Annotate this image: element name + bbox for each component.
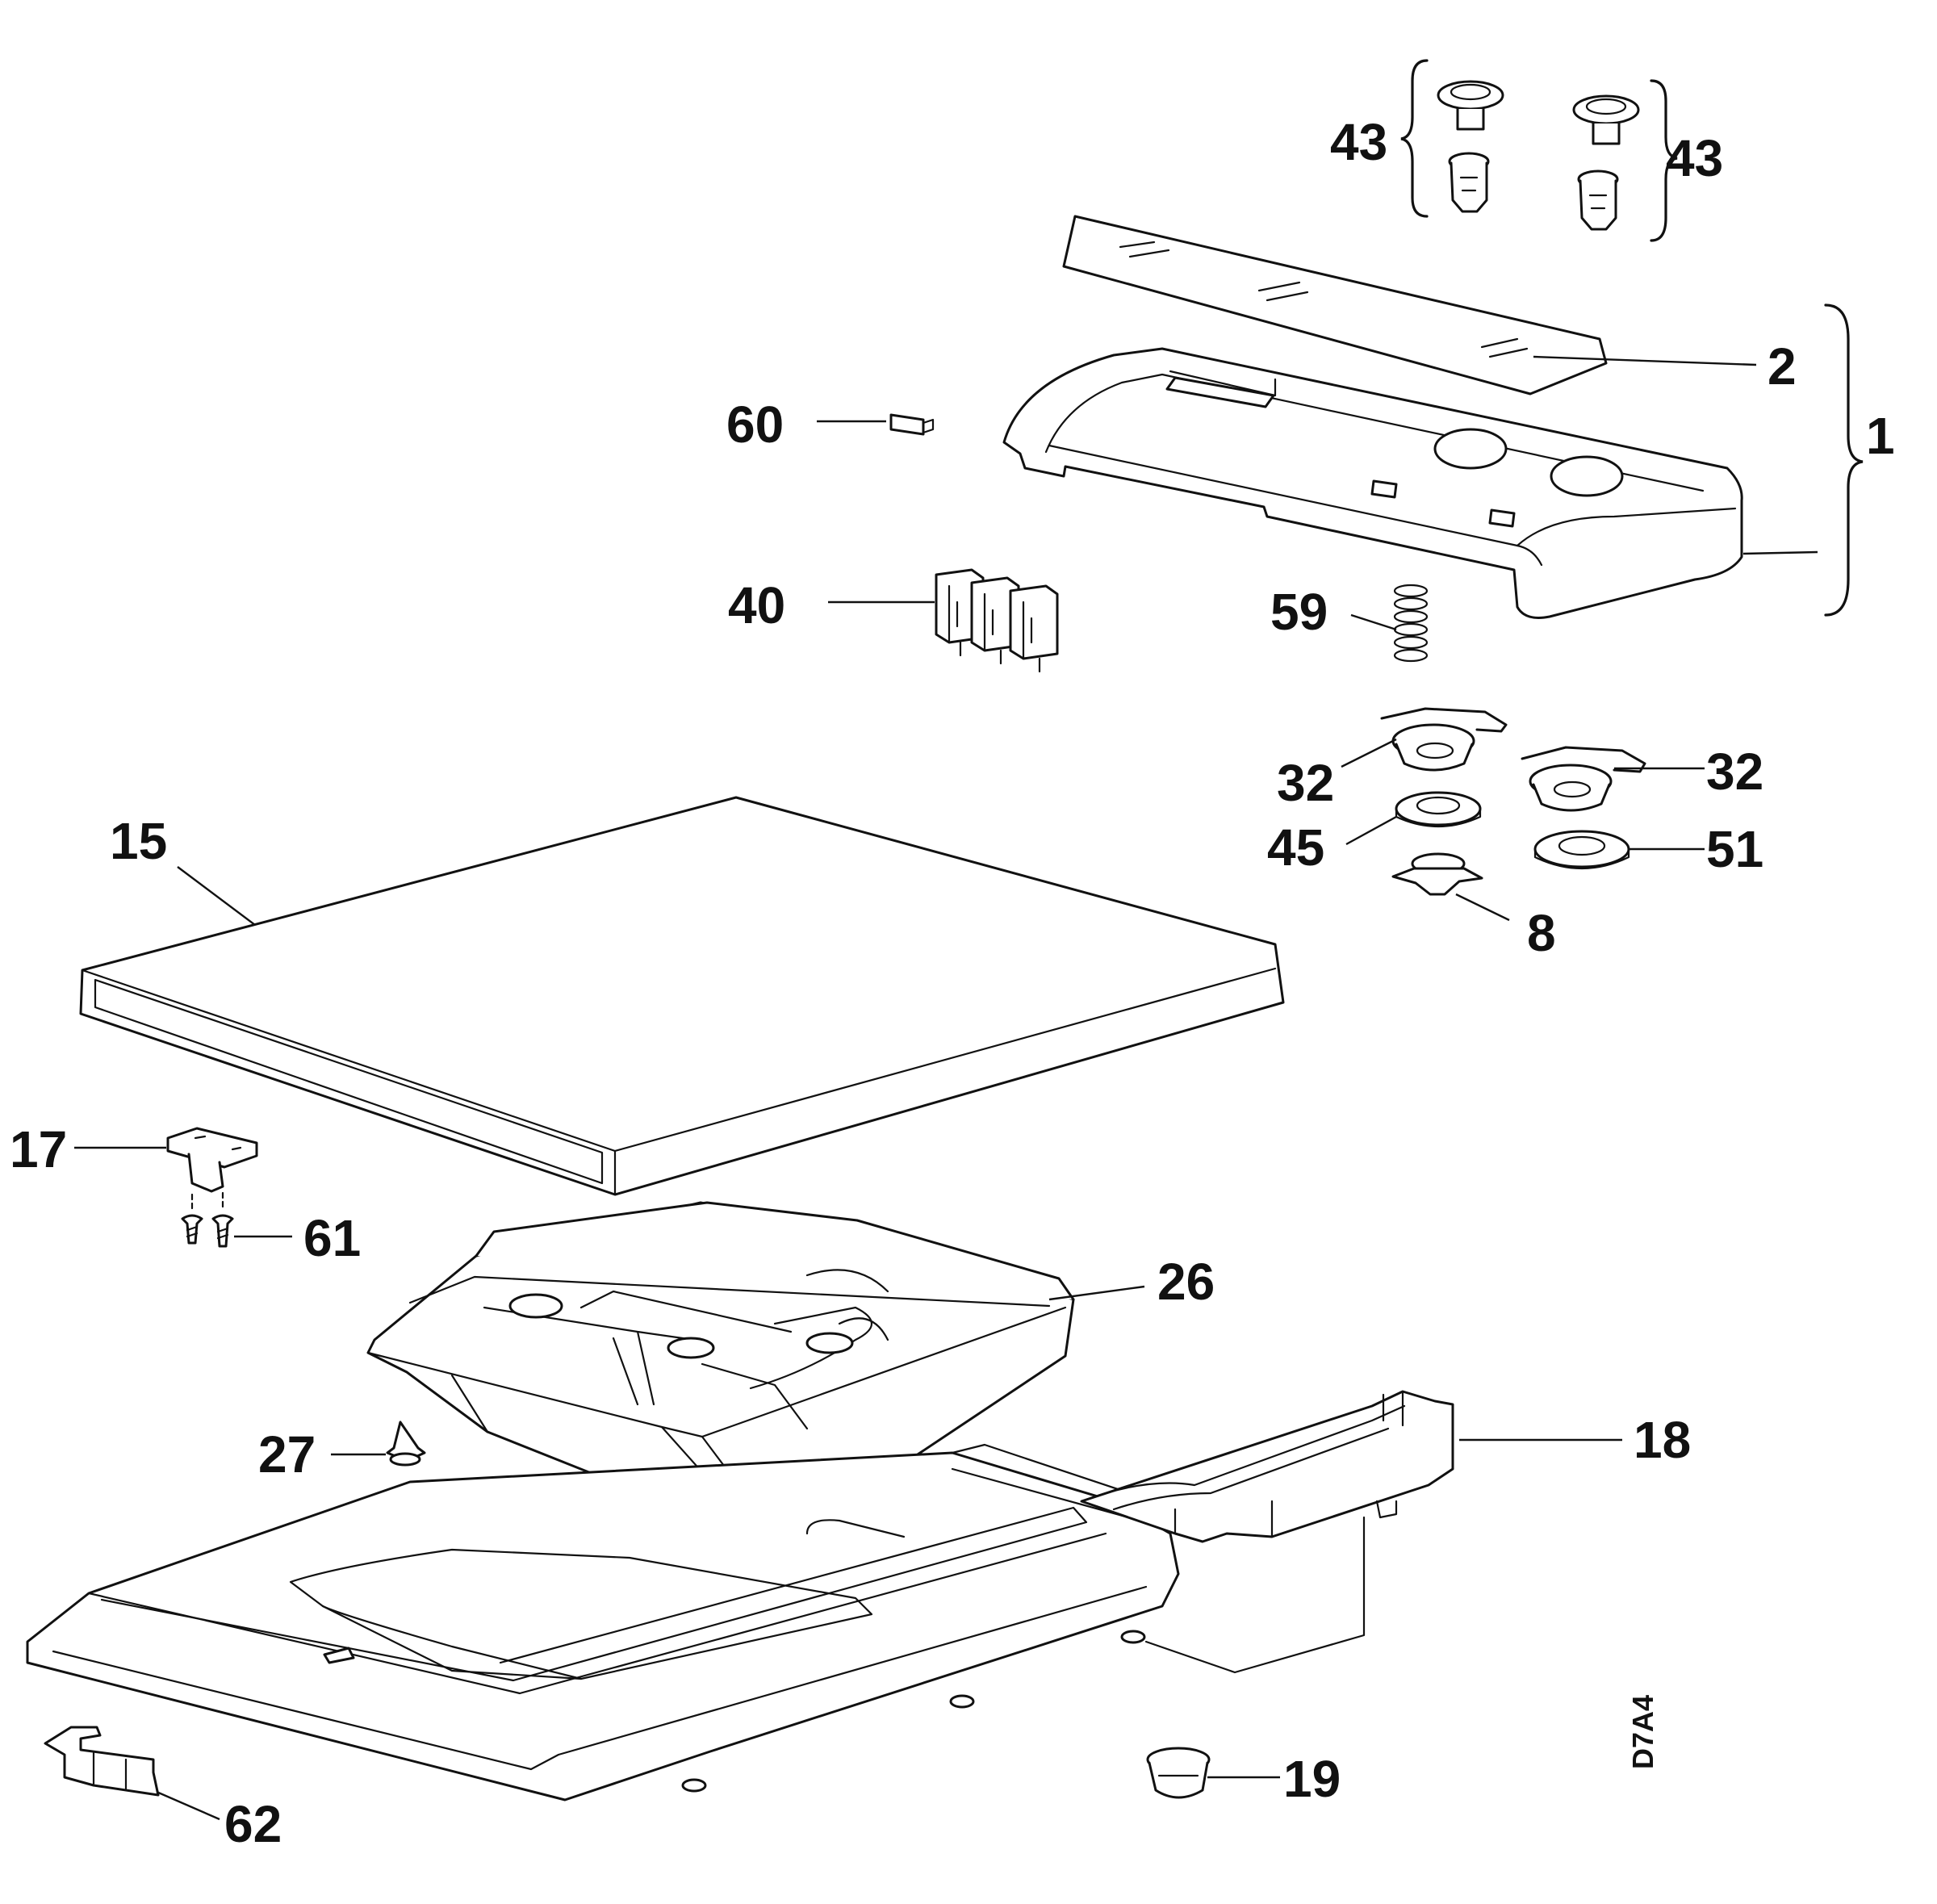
callout-17: 17 [10,1120,67,1178]
callout-59: 59 [1270,583,1328,641]
dial-holder-part-32-right [1521,746,1646,812]
dial-holder-part-32-left [1380,707,1508,772]
callout-43-left: 43 [1330,113,1387,171]
panel-cover-part-2 [1062,215,1608,395]
callout-15: 15 [110,812,167,870]
brace-43-left [1400,59,1429,218]
callout-8: 8 [1527,904,1556,962]
knob-part-43-right-bottom [1577,169,1619,231]
callout-62: 62 [224,1795,282,1853]
screws-part-61 [181,1191,234,1248]
callout-32-right: 32 [1706,743,1763,801]
brace-43-right [1650,79,1678,242]
leader-lines [74,355,1818,1821]
clip-part-60 [889,413,935,436]
ring-part-51 [1533,830,1630,870]
callout-45: 45 [1267,818,1324,877]
lid-part-15 [79,796,1285,1196]
callout-2: 2 [1768,337,1797,395]
drawing-code: D7A4 [1626,1695,1659,1769]
brace-part-1 [1824,303,1864,617]
callout-51: 51 [1706,820,1763,878]
housing-part-18 [1080,1390,1454,1543]
hinge-part-17 [166,1127,258,1193]
clip-part-62 [44,1726,160,1797]
callout-26: 26 [1157,1253,1215,1311]
dispenser-part-26 [366,1201,1075,1535]
base-top-panel [26,1443,1366,1801]
ring-part-45 [1395,791,1482,828]
callout-1: 1 [1866,407,1895,465]
knob-part-43-left-top [1437,80,1504,131]
plug-part-19 [1146,1747,1211,1799]
callout-18: 18 [1634,1411,1691,1469]
knob-part-43-left-bottom [1448,152,1490,213]
clip-part-27 [386,1421,426,1467]
callout-43-right: 43 [1666,129,1723,187]
bracket-part-8 [1391,852,1483,896]
callout-19: 19 [1283,1750,1341,1808]
control-panel-part-1 [1002,347,1743,619]
callout-61: 61 [303,1209,361,1267]
callout-60: 60 [726,395,784,454]
knob-part-43-right-top [1572,94,1640,145]
spring-part-59 [1393,584,1429,663]
callout-27: 27 [258,1425,316,1483]
switch-block-part-40 [935,568,1059,673]
callout-32-left: 32 [1277,754,1334,812]
callout-40: 40 [728,576,785,634]
